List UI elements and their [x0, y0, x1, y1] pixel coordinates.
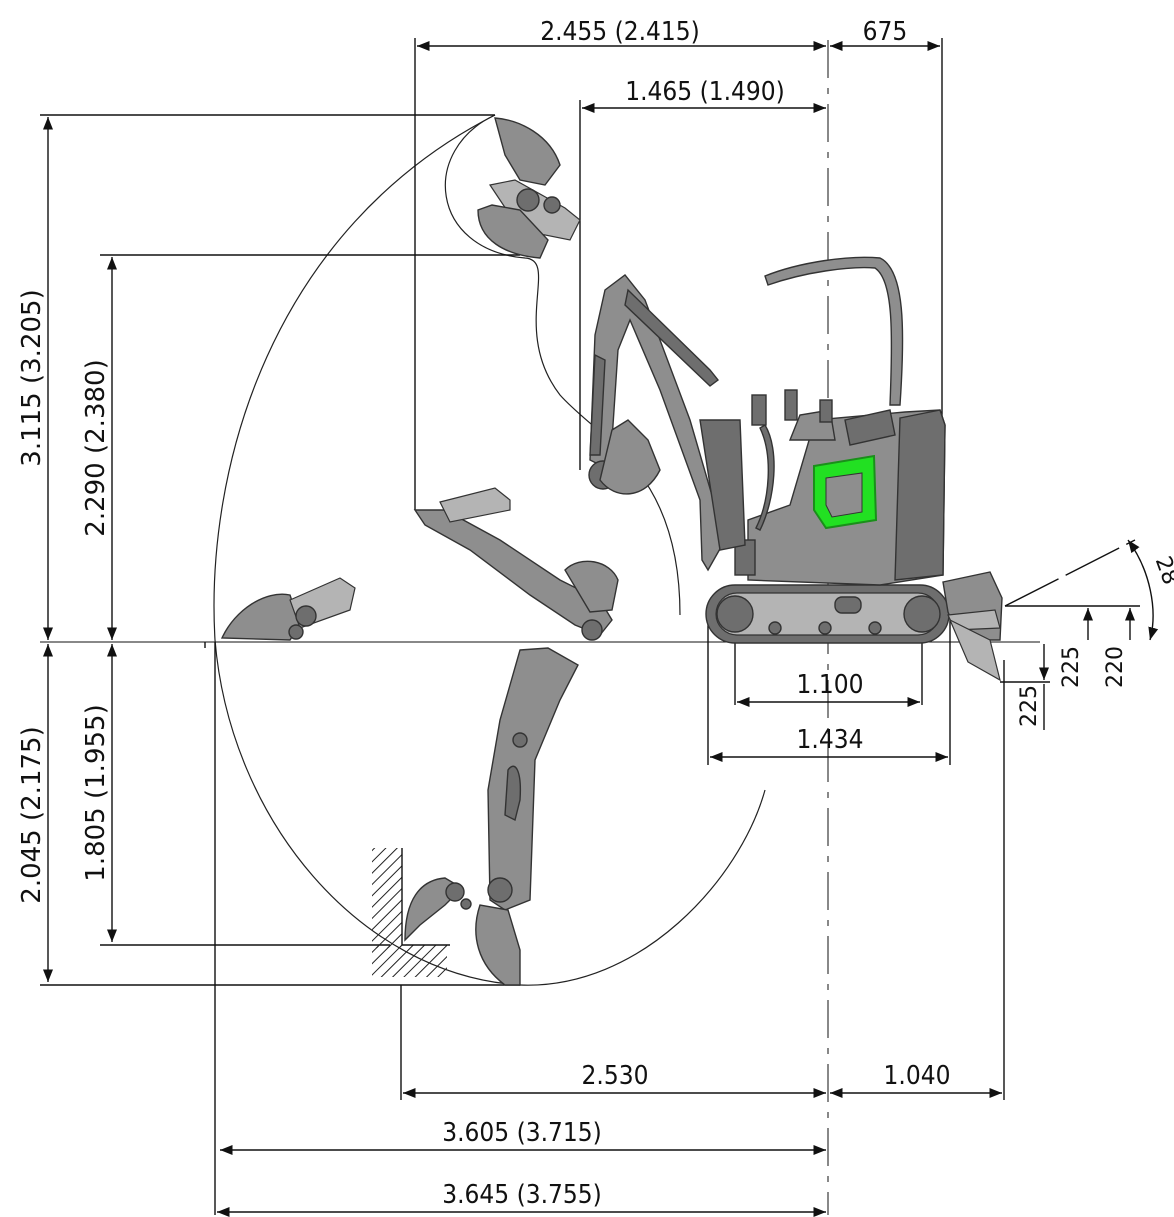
label-min-radius: 2.530 — [582, 1061, 649, 1091]
label-max-height: 3.115 (3.205) — [17, 289, 47, 466]
dimension-labels: 2.455 (2.415) 675 1.465 (1.490) 3.115 (3… — [17, 17, 1174, 1210]
label-blade-angle: 28° — [1150, 553, 1174, 598]
bottom-dimensions — [204, 642, 1005, 1217]
label-blade-up-220: 220 — [1103, 646, 1128, 688]
excavator-machine — [705, 256, 1003, 682]
blade-dimensions — [1000, 539, 1159, 730]
label-top-rear: 675 — [863, 17, 908, 47]
arm-max-depth — [475, 647, 579, 986]
label-track-length: 1.434 — [797, 725, 864, 755]
arm-dump-position — [413, 487, 619, 641]
sprocket-wheel — [903, 595, 941, 633]
label-offset-reach: 1.465 (1.490) — [625, 77, 785, 107]
label-reach-ground: 3.605 (3.715) — [442, 1118, 602, 1148]
label-dump-height: 2.290 (2.380) — [81, 359, 111, 536]
bucket-trench — [404, 877, 472, 942]
label-rear-radius: 1.040 — [884, 1061, 951, 1091]
label-max-depth: 2.045 (2.175) — [17, 726, 47, 903]
boom-arm-working — [588, 274, 746, 572]
rops-canopy — [764, 256, 904, 406]
bucket-max-height — [477, 117, 581, 259]
trench-wall — [372, 848, 450, 977]
label-top-reach: 2.455 (2.415) — [540, 17, 700, 47]
bucket-ground-reach — [220, 577, 356, 641]
label-max-reach: 3.645 (3.755) — [442, 1180, 602, 1210]
left-dimensions — [40, 114, 520, 986]
label-blade-down: 225 — [1017, 685, 1042, 727]
label-tumbler-distance: 1.100 — [797, 670, 864, 700]
label-blade-up-225: 225 — [1059, 646, 1084, 688]
top-dimensions — [414, 38, 943, 510]
track-dimensions — [707, 615, 951, 765]
idler-wheel — [716, 595, 754, 633]
label-vertical-wall-depth: 1.805 (1.955) — [81, 704, 111, 881]
bucket-working — [599, 419, 661, 495]
